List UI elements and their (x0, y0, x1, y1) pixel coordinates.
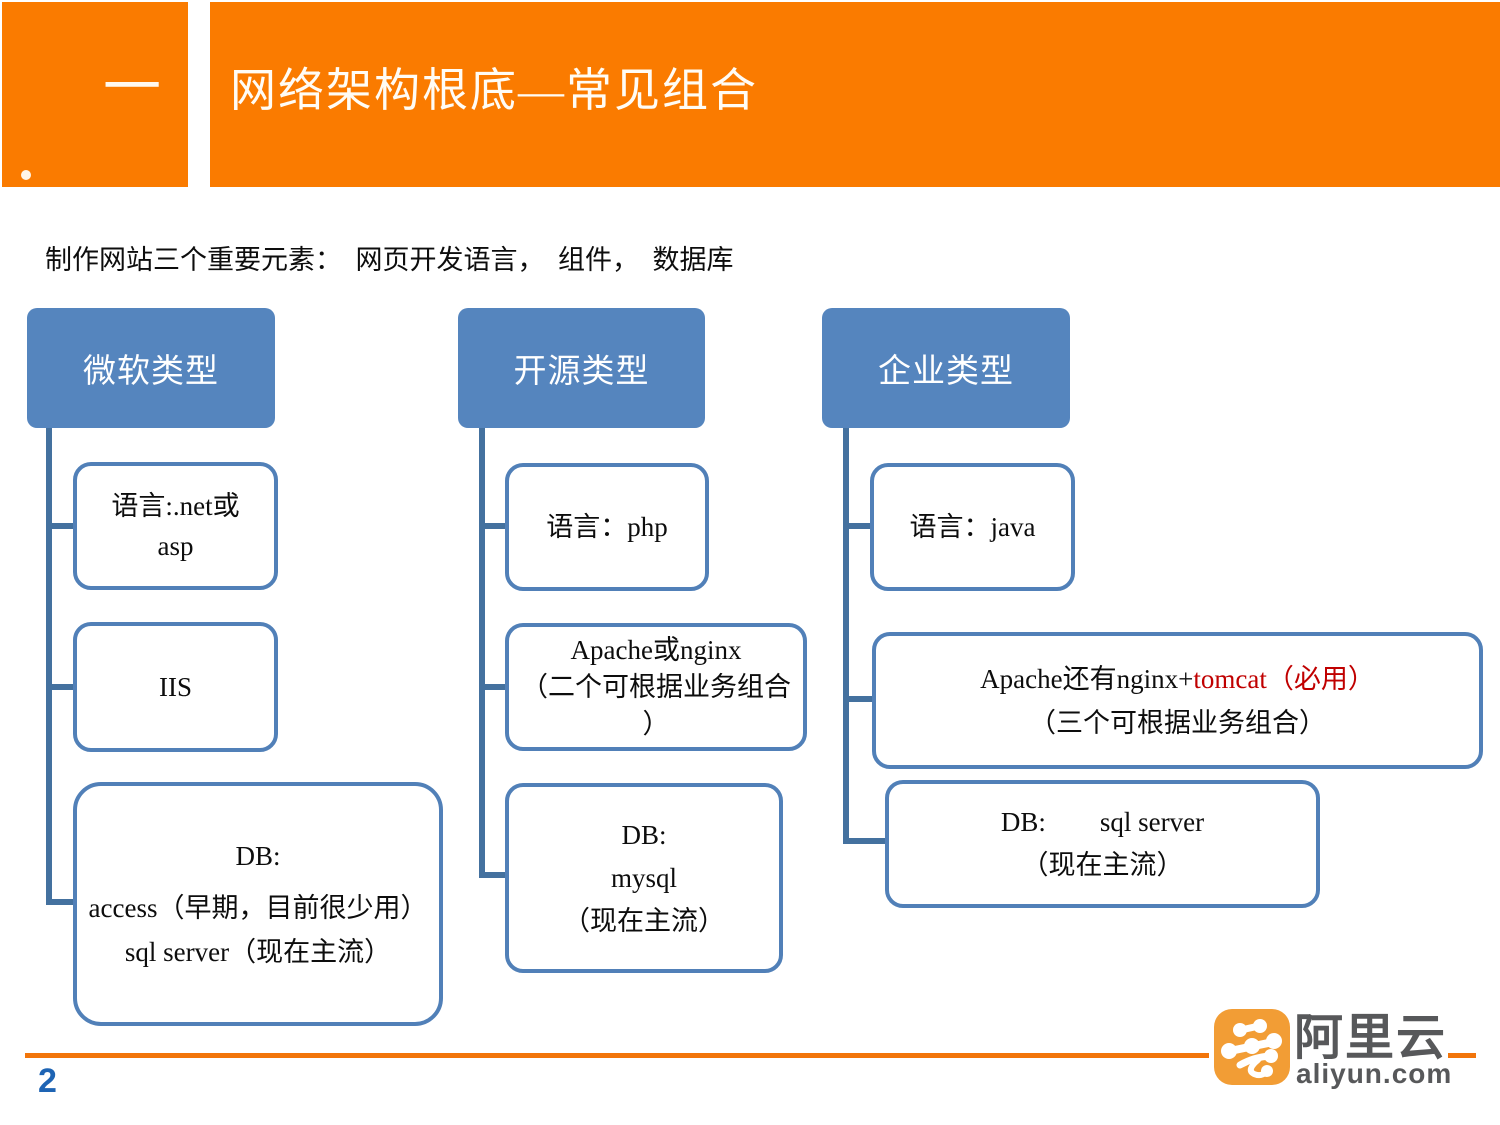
intro-text: 制作网站三个重要元素： 网页开发语言， 组件， 数据库 (45, 245, 734, 275)
node-opensource-language: 语言：php (505, 463, 709, 591)
connector-branch (46, 684, 76, 690)
node-microsoft-database: DB: access（早期，目前很少用） sql server（现在主流） (73, 782, 443, 1026)
connector-branch (479, 523, 508, 529)
connector-branch (479, 684, 508, 690)
highlighted-text: tomcat（必用） (1193, 663, 1375, 694)
node-opensource-webserver: Apache或nginx （二个可根据业务组合 ） (505, 623, 807, 751)
node-enterprise-webserver: Apache还有nginx+tomcat（必用） （三个可根据业务组合） (872, 632, 1483, 769)
header-dot-decoration (21, 170, 31, 180)
connector-vertical-enterprise (843, 428, 849, 844)
connector-vertical-microsoft (46, 428, 52, 905)
node-opensource-database: DB: mysql （现在主流） (505, 783, 783, 973)
connector-branch (843, 523, 873, 529)
footer-divider-line-right (1448, 1053, 1476, 1058)
category-box-microsoft: 微软类型 (27, 308, 275, 428)
category-box-enterprise: 企业类型 (822, 308, 1070, 428)
title-bar: 网络架构根底—常见组合 (210, 2, 1500, 187)
page-title: 网络架构根底—常见组合 (230, 64, 758, 116)
aliyun-logo-text: 阿里云 (1294, 1011, 1448, 1065)
section-number: 一 (102, 54, 161, 120)
node-microsoft-webserver: IIS (73, 622, 278, 752)
aliyun-cloud-icon (1214, 1009, 1290, 1085)
connector-vertical-opensource (479, 428, 485, 878)
page-number: 2 (38, 1062, 57, 1100)
node-enterprise-language: 语言：java (870, 463, 1075, 591)
connector-branch (843, 838, 888, 844)
footer-divider-line (25, 1053, 1209, 1058)
section-number-box: 一 (2, 2, 188, 187)
connector-branch (843, 696, 875, 702)
category-box-opensource: 开源类型 (458, 308, 705, 428)
aliyun-logo-domain: aliyun.com (1296, 1058, 1453, 1089)
connector-branch (479, 872, 508, 878)
connector-branch (46, 899, 76, 905)
node-enterprise-database: DB: sql server （现在主流） (885, 780, 1320, 908)
node-microsoft-language: 语言:.net或 asp (73, 462, 278, 590)
connector-branch (46, 523, 76, 529)
